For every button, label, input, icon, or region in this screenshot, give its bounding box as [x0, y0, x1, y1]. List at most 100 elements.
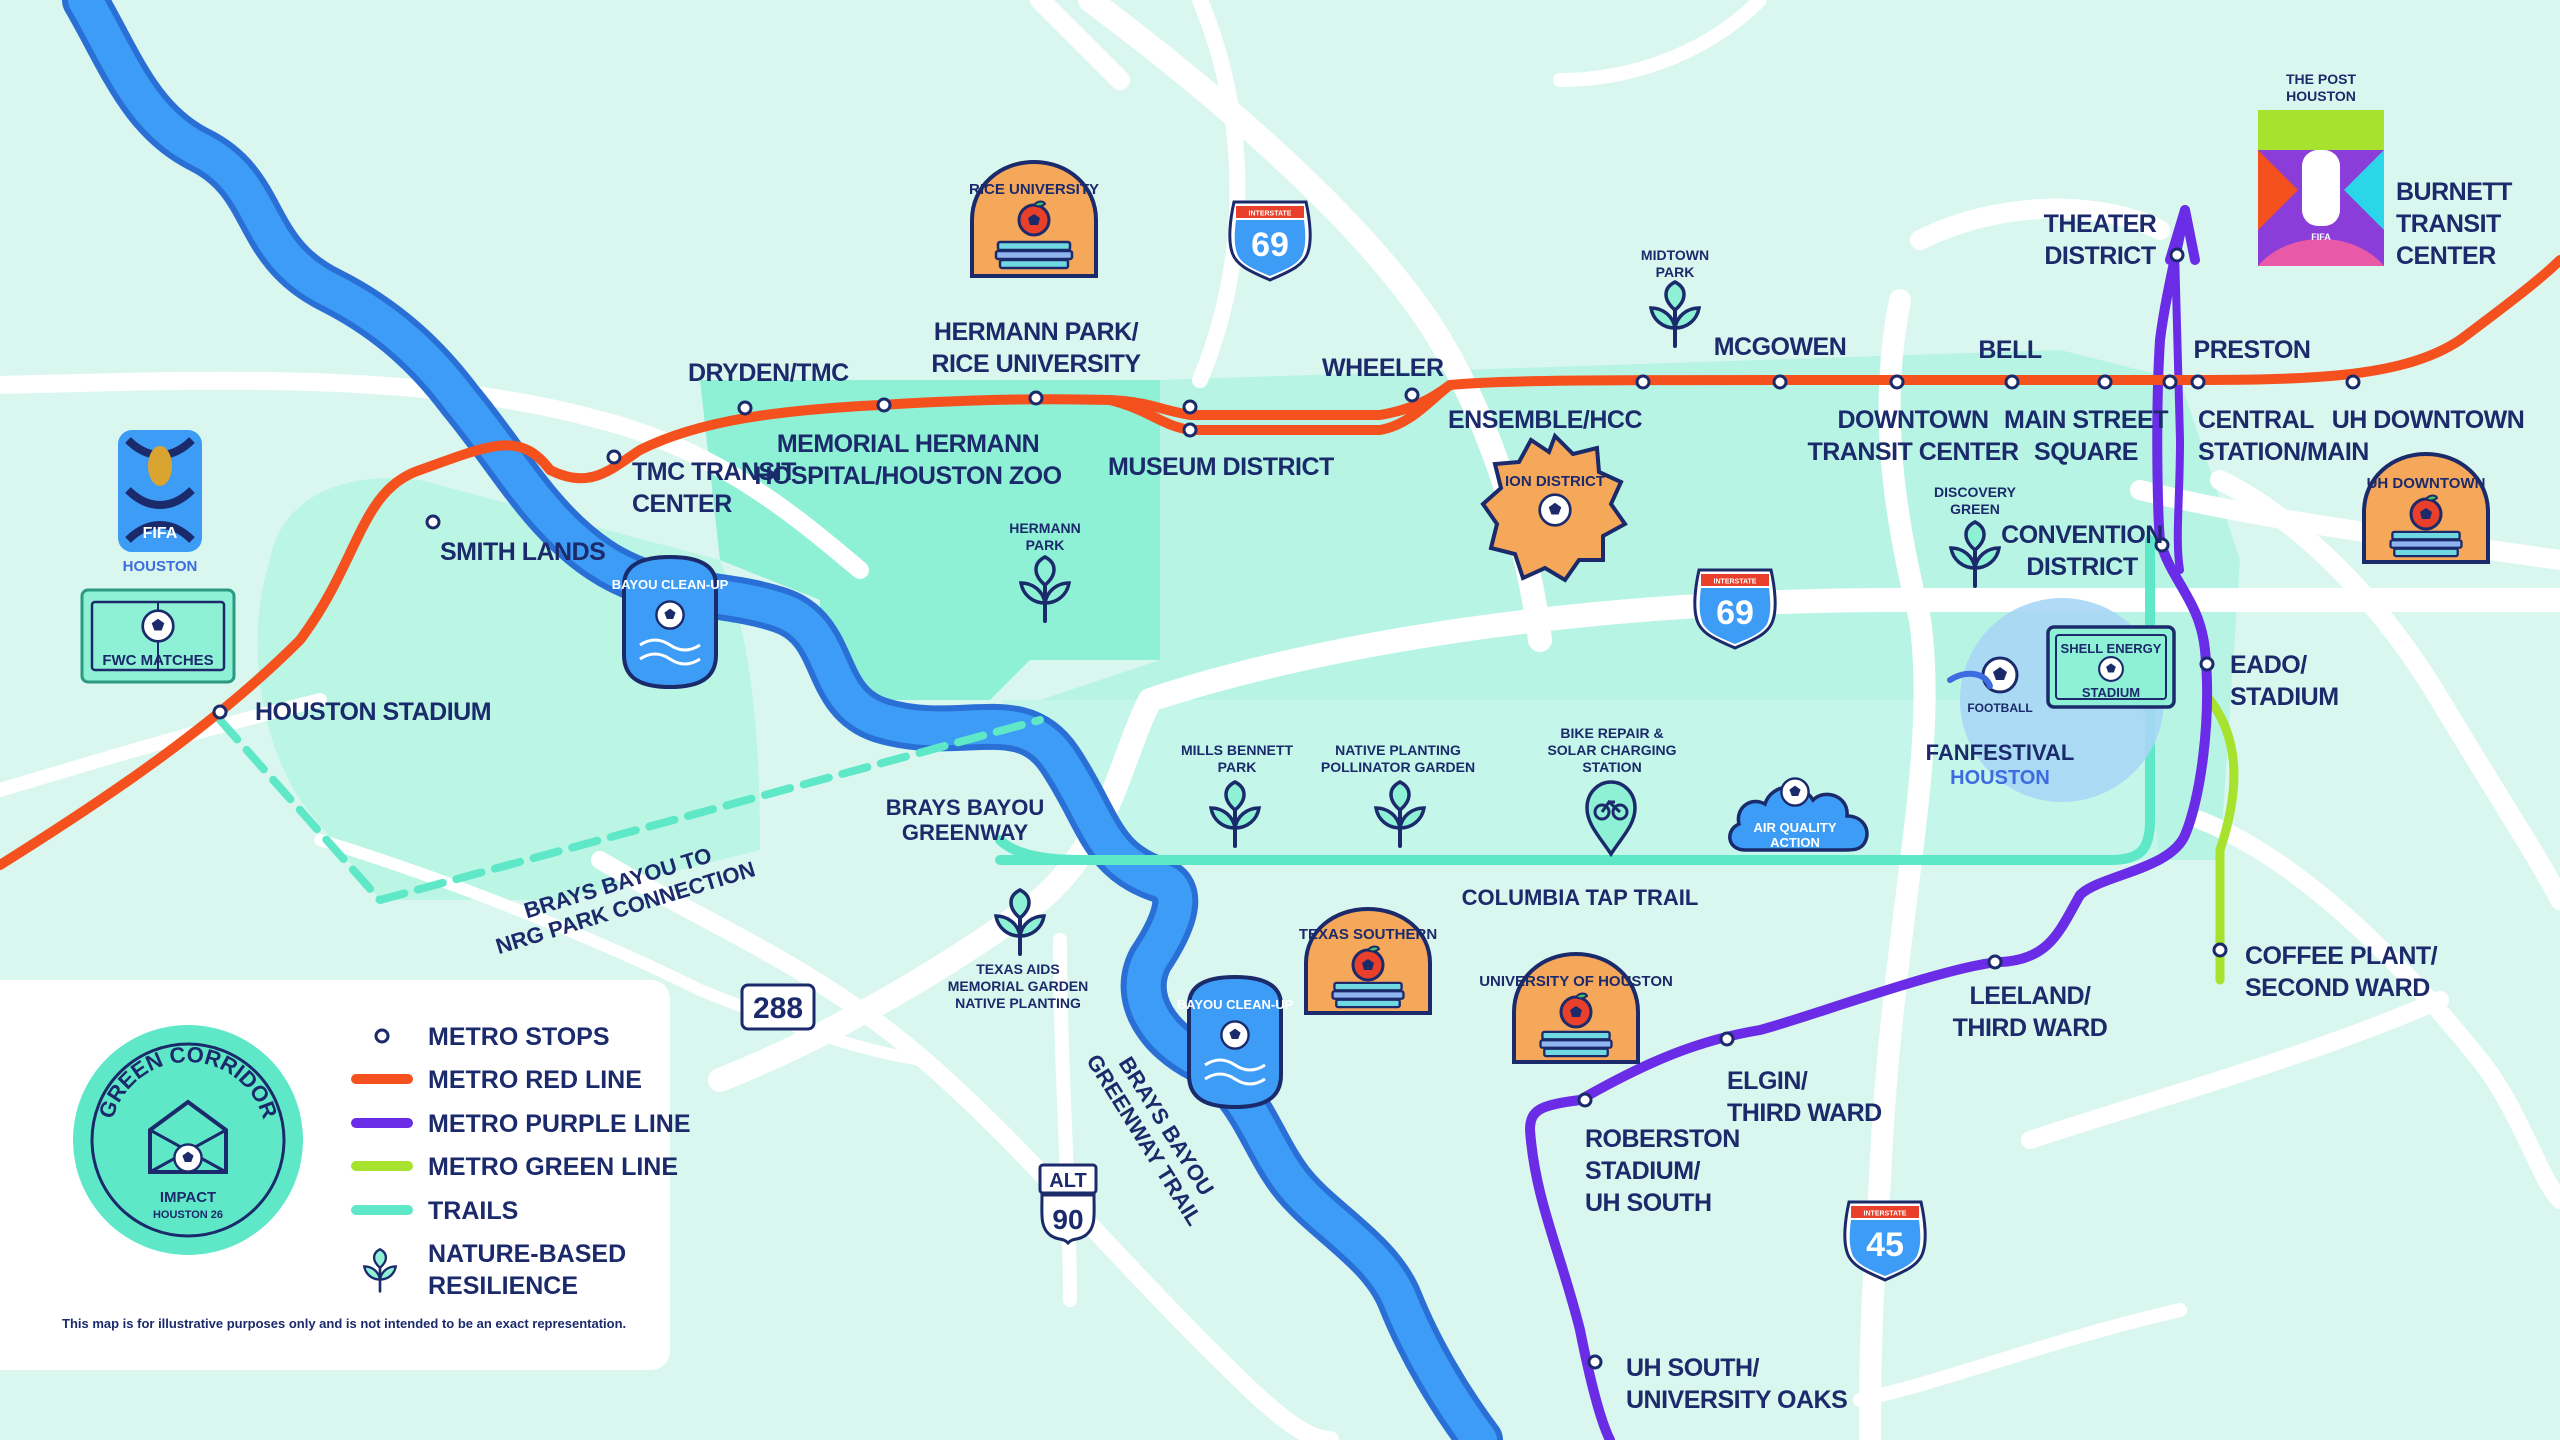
bayou-cleanup-badge-south: BAYOU CLEAN-UP: [1177, 974, 1294, 1110]
university-of-houston-badge: UNIVERSITY OF HOUSTON: [1479, 951, 1673, 1064]
stop-wheeler[interactable]: [1404, 387, 1420, 403]
brays-greenway-trail-line: [995, 835, 1085, 865]
stop-houston-stadium[interactable]: [212, 704, 228, 720]
stop-elgin[interactable]: [1719, 1031, 1735, 1047]
volunteer-fifa-label: FIFA: [2311, 232, 2331, 242]
legend-trails: TRAILS: [428, 1197, 518, 1225]
label-houston-stadium: HOUSTON STADIUM: [255, 698, 491, 726]
fwc-ball-icon: [141, 609, 175, 643]
label-ensemble: ENSEMBLE/HCC: [1448, 406, 1642, 434]
stop-roberston-stadium[interactable]: [1577, 1092, 1593, 1108]
label-elgin-2: THIRD WARD: [1727, 1099, 1882, 1127]
label-mills-1: MILLS BENNETT: [1181, 742, 1293, 758]
stop-mcgowen[interactable]: [1772, 374, 1788, 390]
stop-preston[interactable]: [2190, 374, 2206, 390]
fanfestival-city-label: HOUSTON: [1950, 767, 2050, 789]
label-tmc-transit-2: CENTER: [632, 490, 732, 518]
air-quality-ball-icon: [1780, 777, 1810, 807]
stop-dryden-tmc[interactable]: [737, 400, 753, 416]
stop-museum-district-a[interactable]: [1182, 399, 1198, 415]
bayou-ball-icon: [655, 600, 685, 630]
stop-museum-district-b[interactable]: [1182, 422, 1198, 438]
stop-hermann-park[interactable]: [1028, 390, 1044, 406]
texas-southern-badge: TEXAS SOUTHERN: [1299, 906, 1437, 1015]
label-aids-3: NATIVE PLANTING: [955, 995, 1081, 1011]
label-downtown-tc-1: DOWNTOWN: [1837, 406, 1988, 434]
stop-main-street-square[interactable]: [2097, 374, 2113, 390]
label-elgin-1: ELGIN/: [1727, 1067, 1808, 1095]
books-icon: [1331, 981, 1405, 1009]
i69-mid-number: 69: [1716, 594, 1754, 632]
shell-energy-stadium-badge: SHELL ENERGY STADIUM: [2046, 625, 2176, 709]
label-mcgowen: MCGOWEN: [1714, 333, 1847, 361]
stop-ensemble[interactable]: [1635, 374, 1651, 390]
label-hermann-1: HERMANN PARK/: [934, 318, 1139, 346]
fan-festival-area: FOOTBALL FANFESTIVAL HOUSTON SHELL ENERG…: [1926, 598, 2176, 802]
stop-convention-district[interactable]: [2154, 537, 2170, 553]
stop-uh-downtown[interactable]: [2345, 374, 2361, 390]
i69-top-shield-label: INTERSTATE: [1249, 211, 1292, 218]
label-burnett-2: TRANSIT: [2396, 210, 2501, 238]
ion-district-label: ION DISTRICT: [1505, 473, 1605, 490]
label-downtown-tc-2: TRANSIT CENTER: [1807, 438, 2019, 466]
label-preston: PRESTON: [2194, 336, 2311, 364]
label-convention-1: CONVENTION: [2001, 521, 2163, 549]
ion-ball-icon: [1538, 493, 1572, 527]
logo-sub-1: IMPACT: [160, 1189, 216, 1206]
label-bike-1: BIKE REPAIR &: [1560, 725, 1663, 741]
highway-us90-alt: ALT 90: [1038, 1163, 1098, 1246]
stop-bell[interactable]: [2004, 374, 2020, 390]
rice-university-badge: RICE UNIVERSITY: [969, 159, 1099, 278]
legend-nature-2: RESILIENCE: [428, 1272, 578, 1300]
label-smith-lands: SMITH LANDS: [440, 538, 605, 566]
label-memorial-2: HOSPITAL/HOUSTON ZOO: [754, 462, 1061, 490]
stop-leeland[interactable]: [1987, 954, 2003, 970]
label-eado-1: EADO/: [2230, 651, 2307, 679]
label-museum: MUSEUM DISTRICT: [1108, 453, 1334, 481]
label-midtown-1: MIDTOWN: [1641, 247, 1709, 263]
fifa-city-label: HOUSTON: [123, 558, 198, 575]
bayou-cleanup-label-south: BAYOU CLEAN-UP: [1177, 997, 1294, 1012]
highway-i69-mid: INTERSTATE 69: [1693, 568, 1777, 650]
highway-i45: INTERSTATE 45: [1843, 1200, 1927, 1282]
label-brays-greenway-2: GREENWAY: [902, 820, 1029, 845]
label-discovery-2: GREEN: [1950, 501, 2000, 517]
label-aids-1: TEXAS AIDS: [976, 961, 1060, 977]
stop-eado-stadium[interactable]: [2199, 656, 2215, 672]
stop-memorial-hermann[interactable]: [876, 397, 892, 413]
i45-number: 45: [1866, 1226, 1904, 1264]
stop-central-station[interactable]: [2162, 374, 2178, 390]
books-icon: [1539, 1030, 1613, 1058]
i69-top-number: 69: [1251, 226, 1289, 264]
label-native-1: NATIVE PLANTING: [1335, 742, 1461, 758]
air-quality-label-1: AIR QUALITY: [1753, 820, 1836, 835]
label-burnett-1: BURNETT: [2396, 178, 2512, 206]
columbia-tap-trail: [995, 535, 2155, 865]
stop-coffee-plant[interactable]: [2212, 942, 2228, 958]
stop-theater-district[interactable]: [2169, 247, 2185, 263]
highway-sh288: 288: [740, 983, 816, 1031]
legend-panel: GREEN CORRIDOR IMPACT HOUSTON 26 METRO S…: [0, 980, 691, 1370]
fwc-label: FWC MATCHES: [102, 652, 213, 669]
ion-district-badge: ION DISTRICT: [1480, 432, 1628, 583]
label-eado-2: STADIUM: [2230, 683, 2339, 711]
label-native-2: POLLINATOR GARDEN: [1321, 759, 1475, 775]
label-central-1: CENTRAL: [2198, 406, 2314, 434]
label-aids-2: MEMORIAL GARDEN: [948, 978, 1089, 994]
label-brays-greenway-1: BRAYS BAYOU: [886, 795, 1045, 820]
alt-label: ALT: [1049, 1170, 1086, 1192]
post-houston-volunteer-badge: FIFA: [2258, 110, 2384, 266]
metro-green-line: [2205, 695, 2239, 985]
uh-downtown-badge-label: UH DOWNTOWN: [2367, 475, 2486, 492]
stop-uh-south[interactable]: [1587, 1354, 1603, 1370]
label-main-st-2: SQUARE: [2034, 438, 2138, 466]
label-wheeler: WHEELER: [1322, 354, 1444, 382]
stop-downtown-tc[interactable]: [1889, 374, 1905, 390]
stop-tmc-transit-center[interactable]: [606, 449, 622, 465]
air-quality-label-2: ACTION: [1770, 835, 1820, 850]
stop-smith-lands[interactable]: [425, 514, 441, 530]
label-uh-south-1: UH SOUTH/: [1626, 1354, 1760, 1382]
air-quality-action-badge: AIR QUALITY ACTION: [1728, 777, 1869, 852]
label-roberston-2: STADIUM/: [1585, 1157, 1701, 1185]
